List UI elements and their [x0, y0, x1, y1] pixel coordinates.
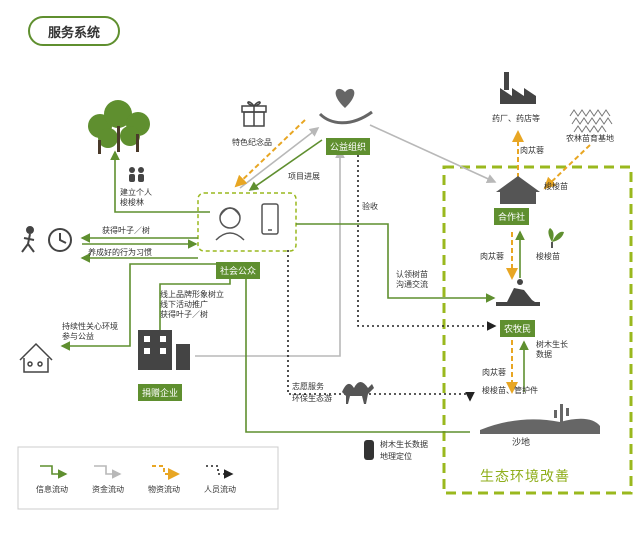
farmer-icon	[496, 279, 540, 306]
house-family-icon	[19, 342, 53, 373]
flow-acceptance	[357, 150, 497, 331]
label-tree-data-2: 地理定位	[380, 452, 412, 461]
flow-public-herder	[296, 223, 496, 303]
flow-charity-coop-fund	[369, 124, 497, 184]
walker-clock-icon	[21, 226, 72, 253]
label-brand-1: 线上品牌形象树立	[160, 290, 224, 299]
label-sustain-2: 参与公益	[62, 332, 94, 341]
label-get-leaf: 获得叶子／树	[102, 226, 150, 235]
flow-public-trees	[110, 150, 210, 213]
legend-fund: 资金流动	[92, 485, 124, 494]
legend-material: 物资流动	[148, 485, 180, 494]
label-saxaul-tools: 梭梭苗、管护件	[482, 386, 538, 395]
label-sustain-1: 持续性关心环境	[62, 322, 118, 331]
building-icon	[138, 330, 190, 370]
flow-company-fund	[195, 148, 345, 357]
label-souvenir: 特色纪念品	[232, 138, 272, 147]
label-acceptance: 验收	[362, 202, 378, 211]
node-charity: 公益组织	[326, 138, 371, 155]
eco-area-border	[442, 165, 633, 495]
flow-public-desert-people	[287, 250, 475, 402]
person-icon	[215, 207, 245, 241]
label-build-forest-2: 梭梭林	[120, 198, 144, 207]
node-coop: 合作社	[494, 208, 530, 225]
phone-icon	[261, 203, 279, 235]
label-brand-2: 线下活动推广	[160, 300, 208, 309]
desert-icon	[480, 404, 600, 434]
label-tree-data-1: 树木生长数据	[380, 440, 428, 449]
page-title: 服务系统	[28, 16, 120, 46]
legend-people: 人员流动	[204, 485, 236, 494]
label-pharma: 药厂、药店等	[492, 114, 540, 123]
label-growth-2: 数据	[536, 350, 552, 359]
label-cistanche-base: 农林苗育基地	[566, 134, 614, 143]
flow-desert-public	[241, 268, 470, 433]
factory-icon	[500, 72, 536, 104]
node-company: 捐赠企业	[138, 384, 183, 401]
flow-base-coop	[543, 144, 591, 190]
gift-icon	[241, 101, 267, 127]
sprout-icon	[548, 228, 564, 248]
family-icon	[129, 167, 144, 182]
trees-icon	[88, 100, 150, 154]
flow-public-charity-fund	[239, 127, 320, 189]
label-cistanche-3: 肉苁蓉	[482, 368, 506, 377]
public-box	[197, 192, 297, 252]
heart-hand-icon	[318, 88, 373, 125]
label-saxaul-2: 梭梭苗	[536, 252, 560, 261]
label-growth-1: 树木生长	[536, 340, 568, 349]
label-volunteer-2: 环保生态游	[292, 394, 332, 403]
node-public: 社会公众	[216, 262, 261, 279]
legend-info: 信息流动	[36, 485, 68, 494]
label-cistanche-2: 肉苁蓉	[480, 252, 504, 261]
label-build-forest-1: 建立个人	[120, 188, 152, 197]
node-desert: 沙地	[512, 438, 531, 448]
eco-area-label: 生态环境改善	[480, 469, 570, 485]
label-volunteer-1: 志愿服务	[292, 382, 324, 391]
legend-box	[17, 446, 279, 510]
flow-charity-public-info	[248, 139, 323, 191]
coop-house-icon	[496, 176, 540, 204]
label-cistanche-1: 肉苁蓉	[520, 146, 544, 155]
label-good-habit: 养成好的行为习惯	[88, 248, 152, 257]
label-brand-3: 获得叶子／树	[160, 310, 208, 319]
tracker-icon	[364, 440, 374, 460]
flow-public-house	[60, 263, 222, 351]
seedlings-icon	[569, 109, 613, 133]
label-adopt-2: 沟通交流	[396, 280, 428, 289]
label-progress: 项目进展	[288, 172, 320, 181]
label-adopt-1: 认领树苗	[396, 270, 428, 279]
label-saxaul-1: 梭梭苗	[544, 182, 568, 191]
node-herder: 农牧民	[500, 320, 536, 337]
camel-icon	[342, 382, 374, 404]
